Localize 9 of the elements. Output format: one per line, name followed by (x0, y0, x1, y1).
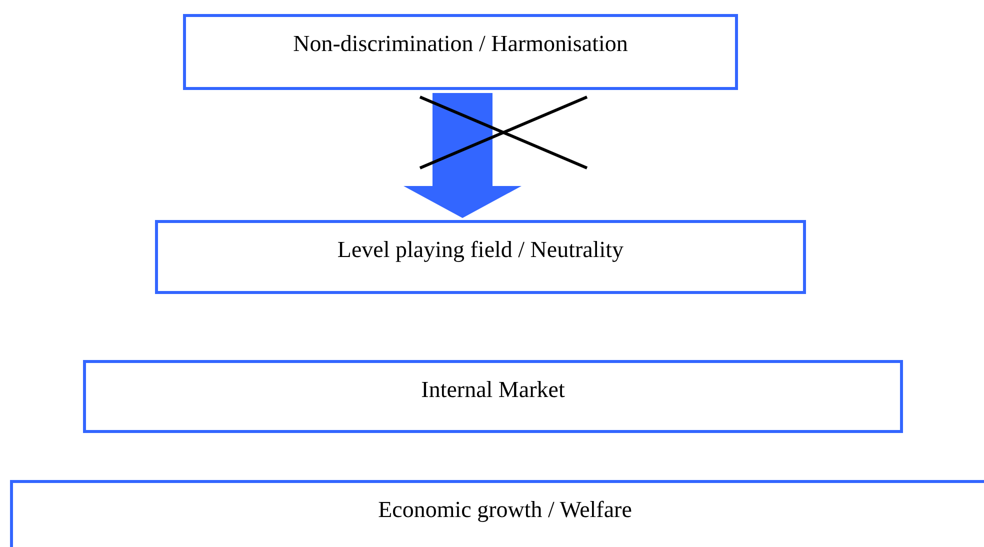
box-label: Economic growth / Welfare (378, 496, 632, 524)
text-box (155, 220, 806, 294)
text-box (183, 14, 738, 90)
text-box (83, 360, 903, 433)
box-label: Non-discrimination / Harmonisation (293, 30, 628, 58)
text-box (10, 480, 984, 547)
box-label: Internal Market (421, 376, 565, 404)
block-arrow (404, 93, 522, 218)
box-label: Level playing field / Neutrality (337, 236, 624, 264)
